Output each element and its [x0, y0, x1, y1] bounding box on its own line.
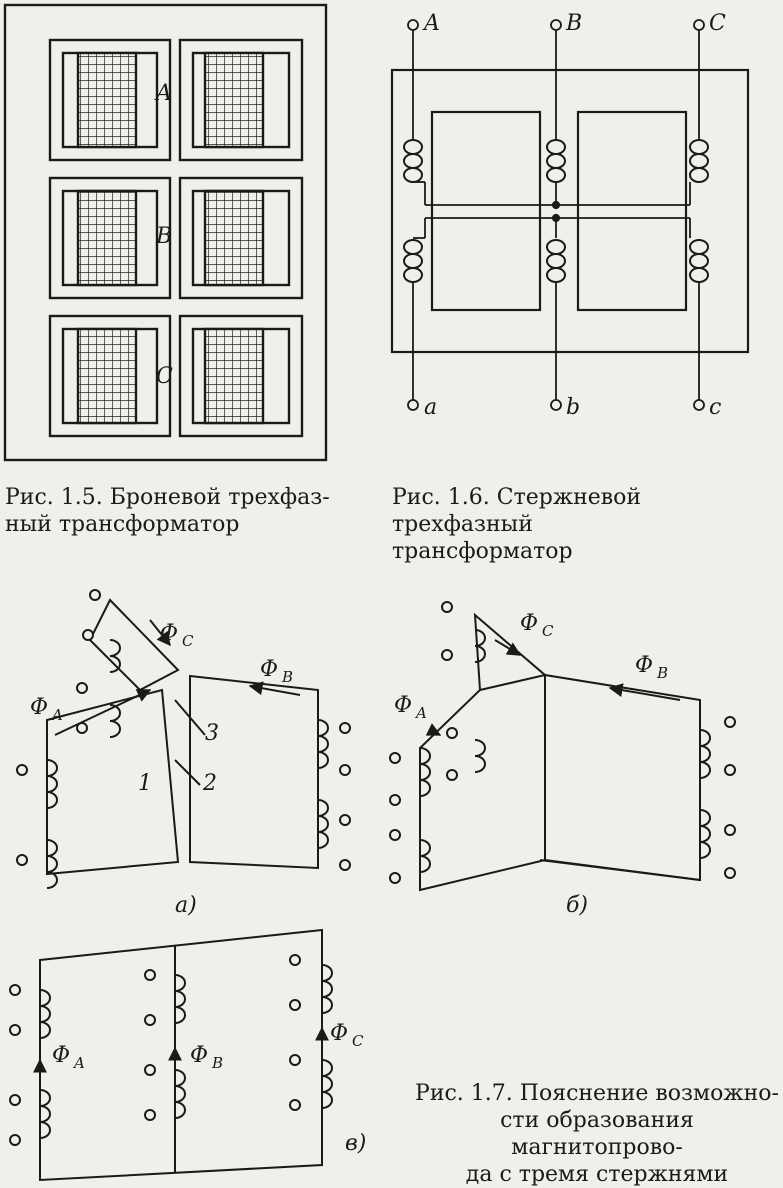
flux-sub-b-fig-a: B: [281, 668, 293, 686]
flux-sub-c-fig-b: C: [542, 622, 554, 640]
label-phase-a: A: [154, 81, 172, 106]
flux-label-b-fig-v: Φ: [190, 1043, 208, 1068]
phase-c-core-pair: [48, 314, 304, 438]
flux-label-b-fig-b: Φ: [635, 653, 653, 678]
flux-sub-b-fig-b: B: [656, 664, 668, 682]
terminal-label-b-lower: b: [566, 395, 580, 420]
fig-1-7b: [389, 601, 736, 892]
flux-sub-c-fig-v: C: [352, 1032, 364, 1050]
fig-1-7v: [9, 928, 333, 1182]
caption-fig-1-7: Рис. 1.7. Пояснение возможно- сти образо…: [415, 1081, 779, 1187]
flux-label-a-fig-a: Φ: [30, 695, 48, 720]
caption-fig-1-6: Рис. 1.6. Стержневой трехфазный трансфор…: [392, 485, 642, 564]
label-3: 3: [205, 721, 219, 746]
flux-sub-c-fig-a: C: [182, 632, 194, 650]
flux-label-a-fig-v: Φ: [52, 1043, 70, 1068]
label-phase-c: C: [156, 364, 173, 389]
caption-fig-1-5: Рис. 1.5. Броневой трехфаз- ный трансфор…: [5, 485, 330, 537]
sublabel-a: а): [175, 893, 197, 918]
terminal-label-b-upper: B: [565, 11, 582, 36]
phase-a-core-pair: [48, 38, 304, 162]
terminal-label-a-upper: A: [422, 11, 440, 36]
flux-label-c-fig-b: Φ: [520, 611, 538, 636]
flux-sub-a-fig-v: A: [72, 1054, 85, 1072]
flux-label-b-fig-a: Φ: [260, 657, 278, 682]
flux-label-a-fig-b: Φ: [394, 693, 412, 718]
flux-label-c-fig-a: Φ: [160, 621, 178, 646]
flux-sub-a-fig-a: A: [50, 706, 63, 724]
flux-sub-a-fig-b: A: [414, 704, 427, 722]
sublabel-b: б): [566, 893, 588, 918]
lv-coils: [403, 239, 709, 283]
terminals: [407, 19, 705, 411]
fig-1-5-shell-transformer: [3, 3, 328, 462]
label-phase-b: B: [155, 224, 172, 249]
terminal-label-c-upper: C: [709, 11, 726, 36]
phase-b-core-pair: [48, 176, 304, 300]
fig-1-7a: [16, 589, 351, 889]
fig-1-6-core-transformer: [390, 19, 750, 411]
hv-coils: [403, 139, 709, 183]
label-1: 1: [138, 771, 152, 796]
sublabel-v: в): [345, 1131, 366, 1156]
flux-sub-b-fig-v: B: [211, 1054, 223, 1072]
terminal-label-c-lower: c: [709, 395, 721, 420]
flux-label-c-fig-v: Φ: [330, 1021, 348, 1046]
label-2: 2: [202, 771, 217, 796]
terminal-label-a-lower: a: [424, 395, 437, 420]
hv-leads: [412, 30, 700, 400]
